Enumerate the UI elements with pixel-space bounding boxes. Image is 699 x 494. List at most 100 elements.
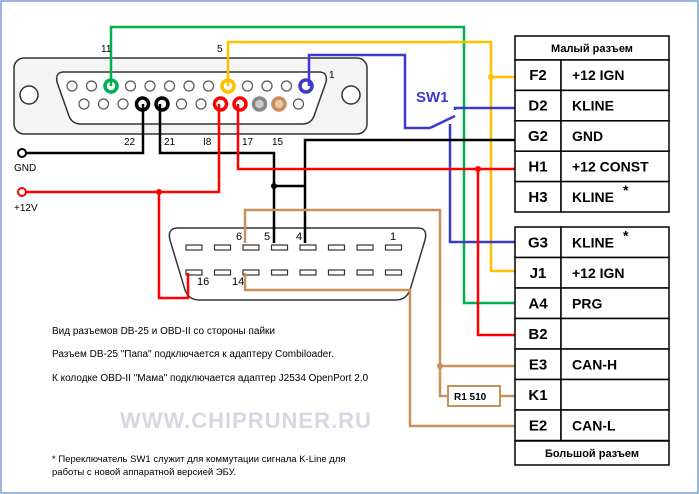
small-table-pin-id: D2 [528, 98, 547, 115]
small-table-footnote-mark: * [623, 182, 629, 198]
big-table-signal-name: +12 IGN [572, 265, 625, 281]
gnd-label: GND [14, 163, 36, 174]
obd2-pin [356, 269, 374, 276]
db25-top-row [66, 78, 314, 94]
obd-pin-1-label: 1 [390, 231, 396, 243]
db25-pin [292, 98, 305, 110]
big-table-pin-id: G3 [528, 234, 548, 251]
db25-pin [78, 98, 90, 110]
db25-pin [251, 96, 268, 112]
wire-brown-r1-in [438, 366, 448, 398]
wire-yellow-ign [226, 40, 515, 273]
db25-face [55, 71, 328, 125]
note-line-3: К колодке OBD-II "Мама" подключается ада… [52, 373, 369, 384]
wire-red-b2 [476, 169, 515, 337]
db25-pin-21-label: 21 [164, 137, 176, 148]
db25-connector [13, 57, 368, 135]
obd2-top-row [185, 244, 403, 251]
big-table-pin-id: K1 [528, 387, 547, 404]
junction-brown [437, 363, 443, 369]
small-table-signal-name: KLINE [572, 98, 614, 114]
big-table-pin-id: E2 [529, 417, 547, 434]
obd-pin-16-label: 16 [197, 276, 209, 288]
big-table-signal-name: CAN-H [572, 356, 617, 372]
wire-green-prg [109, 25, 515, 305]
obd2-connector [168, 227, 427, 301]
db25-pin [154, 96, 170, 112]
big-table-id-cell [514, 348, 562, 381]
small-table-header [514, 35, 670, 61]
db25-pin [271, 96, 287, 112]
obd-pin-6-label: 6 [236, 231, 242, 243]
switch-lever [429, 114, 456, 130]
small-table-id-cell [514, 180, 562, 213]
small-table-id-cell [514, 89, 562, 122]
junction-red-right [475, 166, 481, 172]
obd2-pin [270, 269, 289, 276]
footnote-line-2: работы с новой аппаратной версией ЭБУ. [52, 467, 236, 478]
small-table-signal-cell [560, 150, 670, 183]
big-table-signal-cell [560, 317, 670, 350]
small-table-id-cell [514, 120, 562, 152]
db25-pin-17-label: 17 [242, 137, 254, 148]
big-table-pin-id: E3 [529, 356, 547, 373]
wire-red-h1 [236, 104, 515, 171]
note-line-1: Вид разъемов DB-25 и OBD-II со стороны п… [52, 326, 275, 337]
big-table-signal-name: PRG [572, 295, 602, 311]
small-table-signal-cell [560, 180, 670, 213]
db25-pin [212, 96, 229, 112]
obd-pin-5-label: 5 [264, 231, 270, 243]
db25-pin-11-label: 11 [101, 44, 112, 55]
db25-pin-22-label: 22 [124, 137, 136, 148]
obd-pin-4-label: 4 [296, 231, 302, 243]
big-table-signal-name: KLINE [572, 234, 614, 250]
obd2-bottom-row [185, 269, 403, 276]
wire-brown-canl [243, 273, 515, 428]
obd2-pin [213, 269, 232, 276]
small-table-pin-id: H1 [528, 158, 547, 175]
obd2-pin [299, 269, 317, 276]
big-table-id-cell [514, 226, 562, 259]
obd2-pin [185, 269, 203, 276]
obd2-pin [327, 269, 346, 276]
obd2-pin [185, 244, 203, 251]
small-table-signal-cell [560, 120, 670, 152]
switch-label: SW1 [416, 89, 449, 106]
db25-mount-hole-right [341, 85, 361, 105]
small-table-pin-id: H3 [528, 189, 547, 206]
junction-yellow [488, 74, 494, 80]
wire-black-g2 [303, 138, 515, 243]
gnd-terminal [17, 148, 27, 158]
db25-pin-5-label: 5 [217, 44, 223, 55]
small-table-signal-name: KLINE [572, 189, 614, 205]
wire-brown-canh [243, 208, 515, 368]
db25-pin [117, 98, 129, 110]
big-table-footnote-mark: * [623, 227, 629, 243]
big-table-signal-name: CAN-L [572, 417, 616, 433]
wire-red-12v [22, 104, 221, 194]
db25-pin [144, 80, 156, 92]
resistor-label: R1 510 [454, 392, 487, 403]
db25-pin [261, 80, 273, 92]
db25-pin [202, 80, 215, 92]
wire-black-gnd [22, 104, 145, 155]
small-table-signal-cell [560, 89, 670, 122]
watermark: WWW.CHIPRUNER.RU [120, 408, 372, 433]
small-table-signal-name: +12 IGN [572, 67, 625, 83]
resistor-r1 [447, 385, 501, 407]
wire-blue-g3 [448, 124, 515, 244]
big-table-signal-cell [560, 256, 670, 289]
obd2-pin [242, 244, 260, 251]
db25-pin-1-label: 1 [329, 70, 335, 81]
v12-label: +12V [14, 203, 38, 214]
db25-pin [195, 98, 207, 110]
big-table-pin-id: B2 [528, 326, 547, 343]
db25-bottom-row [78, 96, 305, 112]
db25-pin-18-label: I8 [203, 137, 212, 148]
obd2-pin [213, 244, 232, 251]
db25-pin [280, 80, 293, 92]
